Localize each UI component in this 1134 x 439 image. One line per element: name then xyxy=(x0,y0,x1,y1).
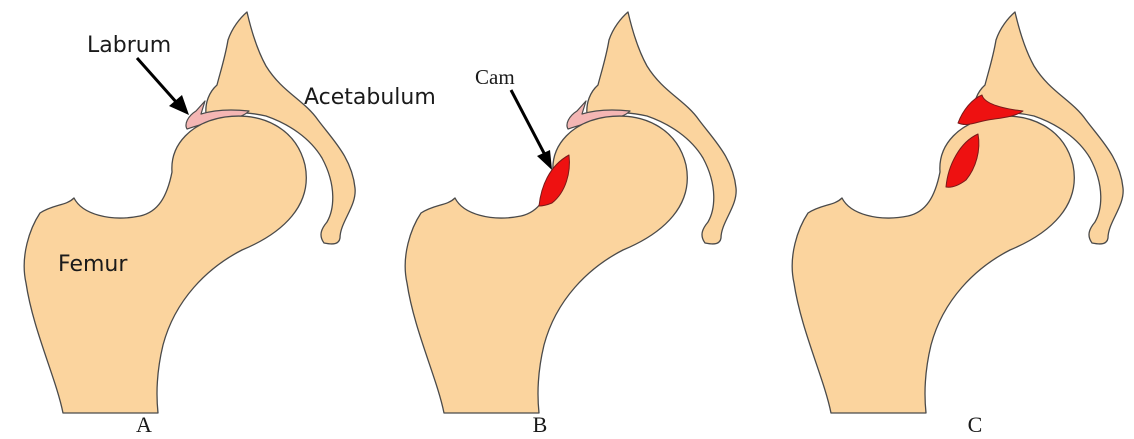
labrum-label: Labrum xyxy=(87,33,171,58)
cam-arrow xyxy=(511,90,552,170)
panel-a: Labrum Acetabulum Femur A xyxy=(24,12,436,437)
femur-label: Femur xyxy=(58,252,128,277)
cam-label: Cam xyxy=(475,65,515,89)
panel-b: Cam B xyxy=(405,12,736,437)
panel-letter-c: C xyxy=(968,412,983,437)
labrum-arrow xyxy=(137,58,189,115)
panel-c: C xyxy=(792,12,1123,437)
femur-bone xyxy=(792,116,1074,413)
panel-letter-b: B xyxy=(533,412,548,437)
panel-letter-a: A xyxy=(136,412,152,437)
acetabulum-label: Acetabulum xyxy=(304,85,436,110)
